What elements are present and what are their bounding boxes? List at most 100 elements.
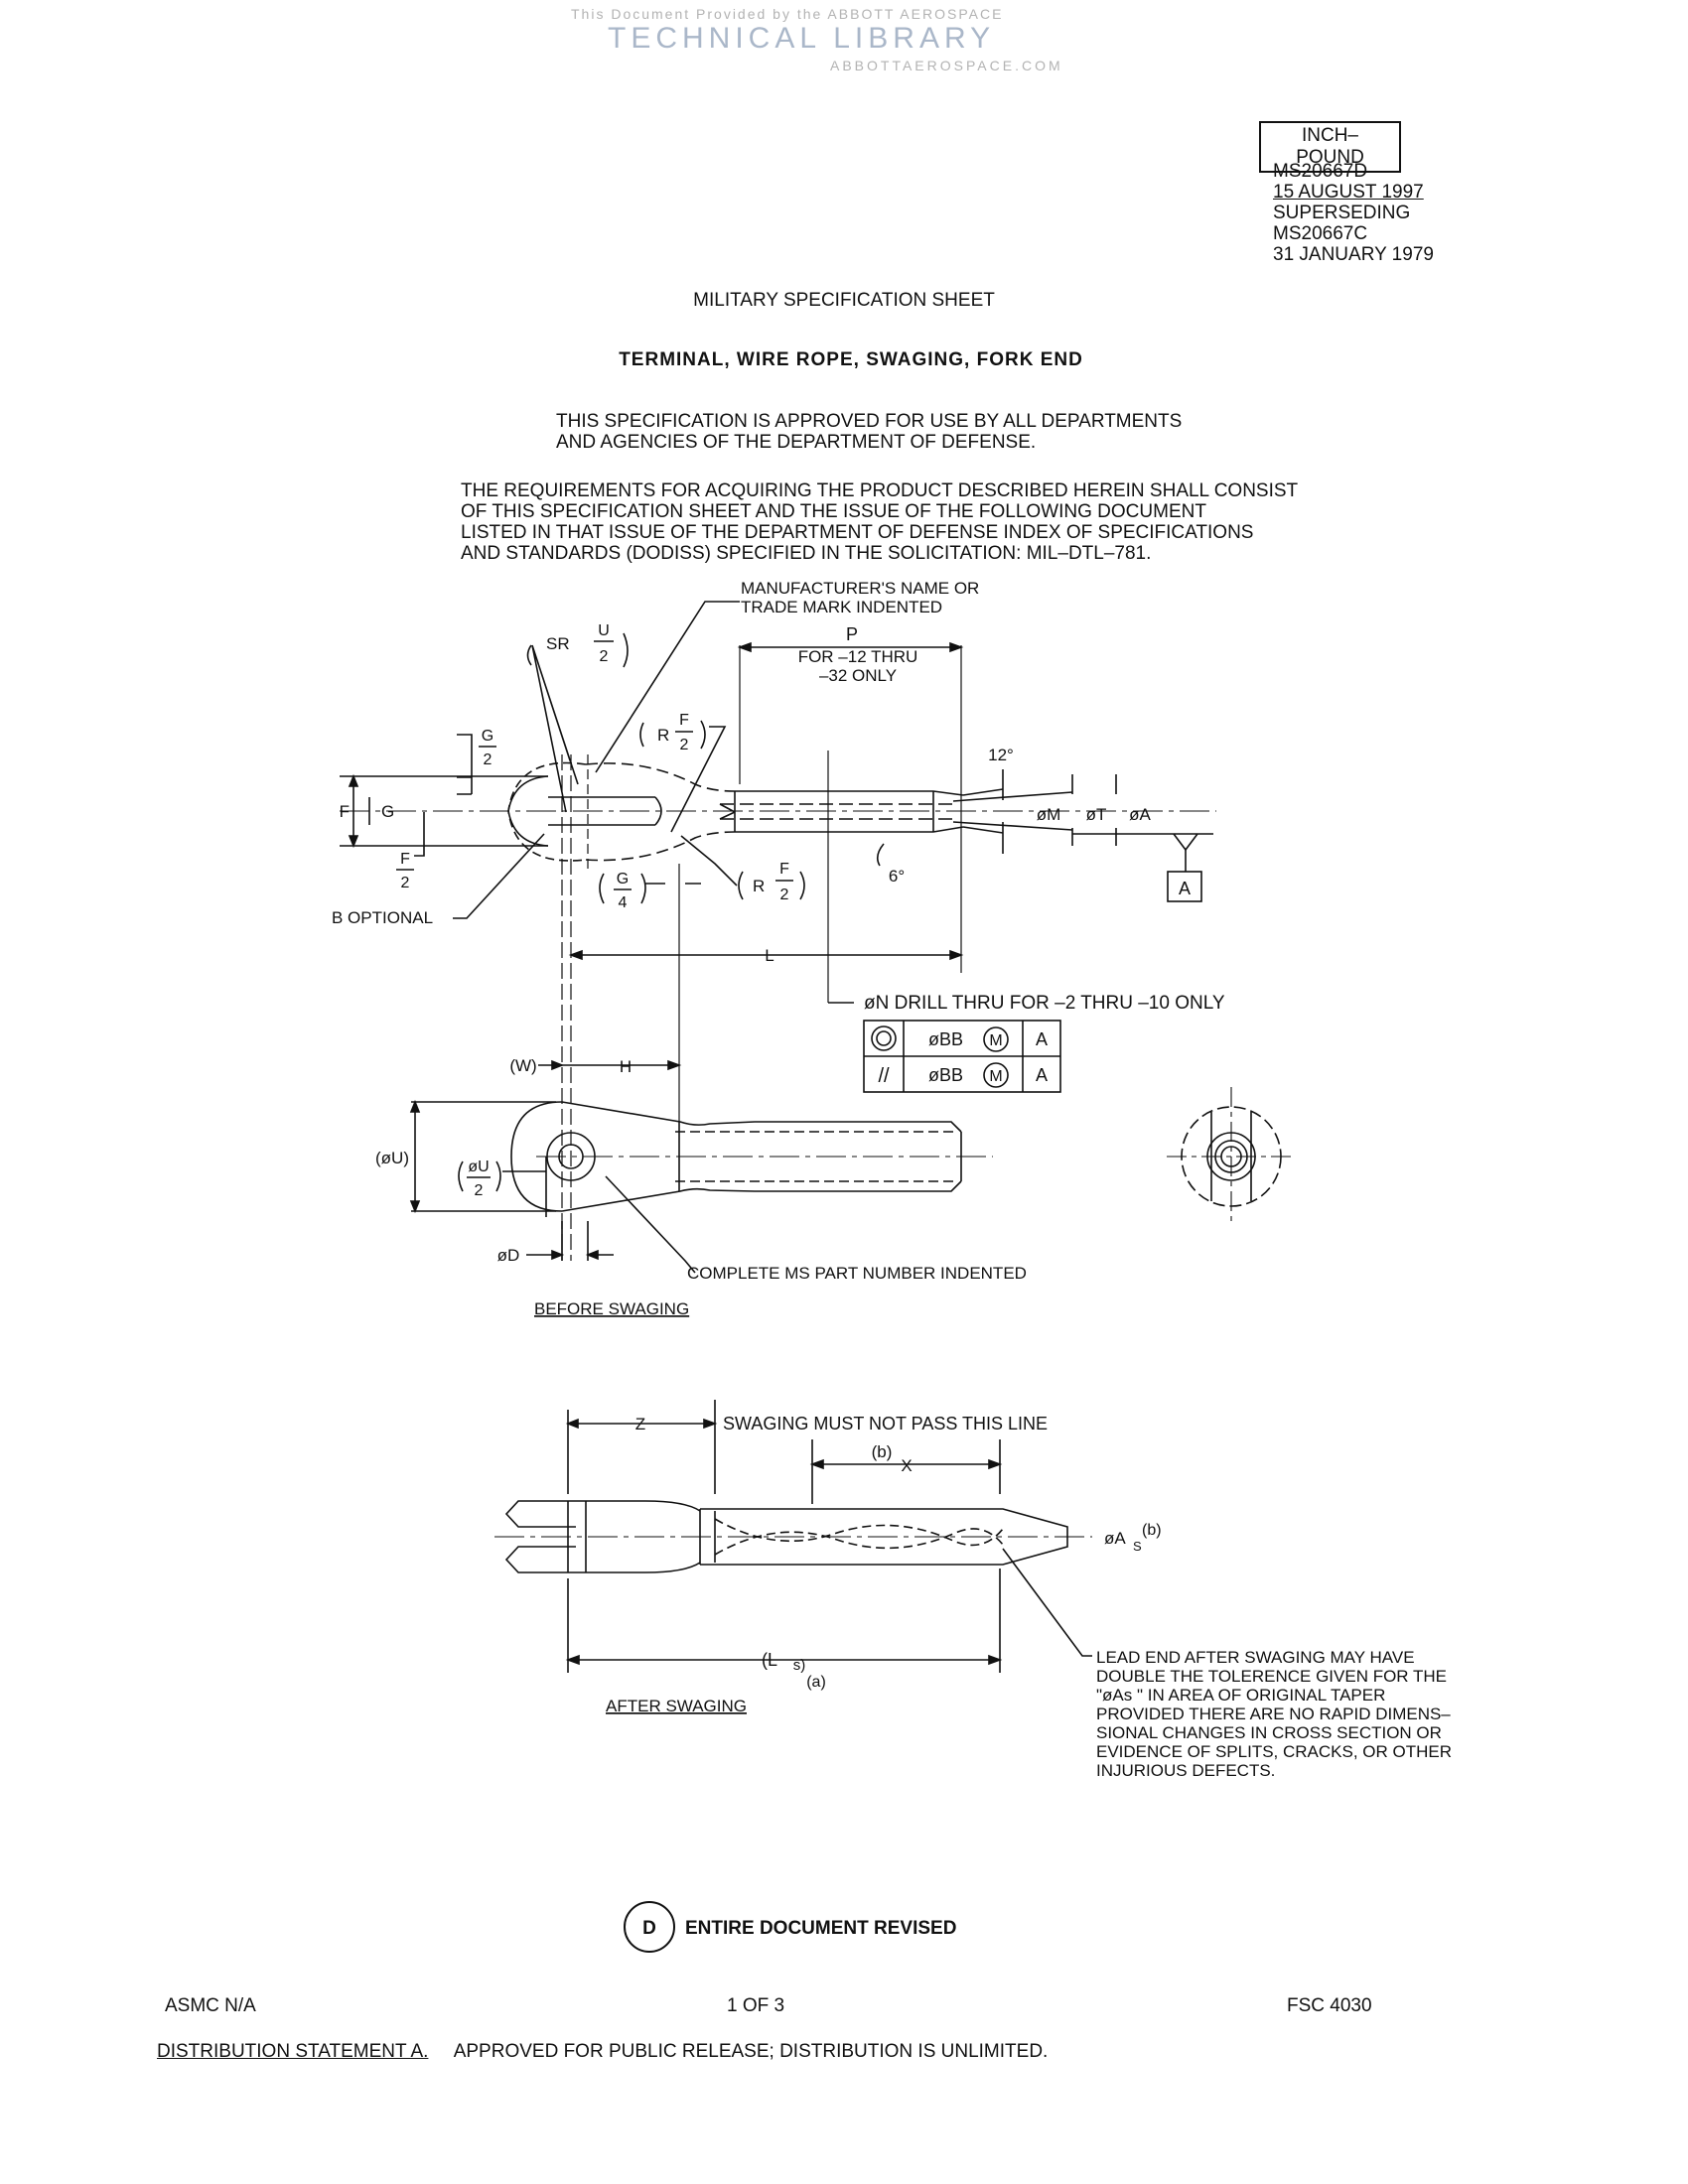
drill-note: øN DRILL THRU FOR –2 THRU –10 ONLY	[864, 993, 1225, 1014]
watermark-url: ABBOTTAEROSPACE.COM	[830, 58, 1063, 73]
sr-fraction-numerator: U	[598, 622, 610, 639]
lead-note-line: INJURIOUS DEFECTS.	[1096, 1761, 1275, 1780]
approval-line: THIS SPECIFICATION IS APPROVED FOR USE B…	[556, 411, 1183, 432]
concentricity-datum: A	[1036, 1029, 1048, 1049]
dim-g-label: G	[381, 802, 394, 821]
side-view: (W) H (øU) øU 2 øD COMPLETE MS PART NUMB…	[375, 1056, 1027, 1318]
concentricity-tolerance: øBB	[928, 1029, 963, 1049]
after-swaging-view: Z SWAGING MUST NOT PASS THIS LINE (b) X …	[494, 1400, 1452, 1780]
lead-note-line: "øAs " IN AREA OF ORIGINAL TAPER	[1096, 1686, 1385, 1705]
mmc-modifier: M	[989, 1068, 1002, 1085]
dia-t-label: øT	[1086, 805, 1107, 824]
requirements-line: LISTED IN THAT ISSUE OF THE DEPARTMENT O…	[461, 522, 1254, 543]
item-title: TERMINAL, WIRE ROPE, SWAGING, FORK END	[619, 349, 1083, 370]
document-number: MS20667D	[1273, 161, 1368, 182]
lead-note-line: EVIDENCE OF SPLITS, CRACKS, OR OTHER	[1096, 1742, 1452, 1761]
superseding-label: SUPERSEDING	[1273, 203, 1411, 223]
sheet-type-title: MILITARY SPECIFICATION SHEET	[693, 290, 995, 311]
revision-letter: D	[642, 1918, 656, 1939]
page-number: 1 OF 3	[727, 1995, 785, 2016]
parallelism-symbol: //	[878, 1065, 890, 1087]
superseded-date: 31 JANUARY 1979	[1273, 244, 1434, 265]
dim-p-label: P	[846, 624, 858, 644]
feature-control-frames: øBB M A // øBB M A	[863, 1020, 1061, 1093]
b-optional-note: B OPTIONAL	[332, 908, 433, 927]
r-fraction-denominator: 2	[680, 737, 689, 753]
r-fraction-numerator: F	[779, 861, 789, 878]
dim-f-label: F	[340, 802, 350, 821]
dim-x-label: X	[901, 1456, 912, 1475]
requirements-line: OF THIS SPECIFICATION SHEET AND THE ISSU…	[461, 501, 1206, 522]
top-view: P FOR –12 THRU –32 ONLY MANUFACTURER'S N…	[332, 579, 1225, 1261]
superseded-number: MS20667C	[1273, 223, 1368, 244]
manufacturer-note: TRADE MARK INDENTED	[741, 598, 942, 616]
r-label: R	[753, 877, 765, 895]
angle-12-label: 12°	[988, 746, 1014, 764]
dia-as-subscript: S	[1133, 1539, 1142, 1554]
f-half-denominator: 2	[401, 875, 410, 891]
watermark-title: TECHNICAL LIBRARY	[608, 22, 996, 55]
end-view	[1167, 1087, 1296, 1226]
f-half-numerator: F	[400, 851, 410, 868]
g-quarter-numerator: G	[617, 871, 629, 887]
lead-note-line: PROVIDED THERE ARE NO RAPID DIMENS–	[1096, 1705, 1451, 1723]
asmc-code: ASMC N/A	[165, 1995, 256, 2016]
requirements-line: AND STANDARDS (DODISS) SPECIFIED IN THE …	[461, 543, 1152, 564]
note-b-marker: (b)	[1142, 1522, 1162, 1539]
approval-line: AND AGENCIES OF THE DEPARTMENT OF DEFENS…	[556, 432, 1037, 453]
parallelism-datum: A	[1036, 1065, 1048, 1085]
units-box: INCH–POUND	[1259, 121, 1401, 173]
before-swaging-caption: BEFORE SWAGING	[534, 1299, 689, 1318]
g-half-denominator: 2	[484, 751, 492, 768]
parallelism-tolerance: øBB	[928, 1065, 963, 1085]
r-fraction-numerator: F	[679, 712, 689, 729]
document-date: 15 AUGUST 1997	[1273, 182, 1424, 203]
note-a-marker: (a)	[806, 1674, 826, 1691]
dim-l-label: L	[765, 946, 774, 965]
r-fraction-denominator: 2	[780, 887, 789, 903]
lead-note-line: LEAD END AFTER SWAGING MAY HAVE	[1096, 1648, 1415, 1667]
sr-label: SR	[546, 634, 570, 653]
lead-note-line: SIONAL CHANGES IN CROSS SECTION OR	[1096, 1723, 1442, 1742]
requirements-statement: THE REQUIREMENTS FOR ACQUIRING THE PRODU…	[461, 480, 1298, 564]
dia-a-label: øA	[1129, 805, 1151, 824]
sr-fraction-denominator: 2	[600, 648, 609, 665]
dia-u-half-numerator: øU	[468, 1159, 489, 1175]
dim-ls-label: (L	[762, 1650, 777, 1670]
lead-note-line: DOUBLE THE TOLERENCE GIVEN FOR THE	[1096, 1667, 1447, 1686]
dim-w-label: (W)	[509, 1056, 536, 1075]
angle-6-label: 6°	[889, 867, 905, 886]
dim-ls-subscript: s)	[793, 1657, 806, 1674]
manufacturer-note: MANUFACTURER'S NAME OR	[741, 579, 979, 598]
distribution-text: APPROVED FOR PUBLIC RELEASE; DISTRIBUTIO…	[453, 2041, 1049, 2062]
dia-d-label: øD	[497, 1246, 520, 1265]
dia-u-half-denominator: 2	[475, 1182, 484, 1199]
note-b-marker: (b)	[872, 1442, 893, 1461]
part-number-note: COMPLETE MS PART NUMBER INDENTED	[687, 1264, 1027, 1283]
distribution-label: DISTRIBUTION STATEMENT A.	[157, 2041, 429, 2062]
after-swaging-caption: AFTER SWAGING	[606, 1697, 747, 1715]
lead-end-note: LEAD END AFTER SWAGING MAY HAVE DOUBLE T…	[1096, 1648, 1452, 1780]
dim-p-note: –32 ONLY	[819, 666, 897, 685]
requirements-line: THE REQUIREMENTS FOR ACQUIRING THE PRODU…	[461, 480, 1299, 501]
g-quarter-denominator: 4	[619, 894, 628, 911]
dia-as-label: øA	[1104, 1529, 1126, 1548]
watermark-line-1: This Document Provided by the ABBOTT AER…	[571, 6, 1004, 22]
r-label: R	[657, 726, 669, 745]
fsc-code: FSC 4030	[1287, 1995, 1372, 2016]
dia-u-label: (øU)	[375, 1149, 409, 1167]
dim-h-label: H	[620, 1057, 632, 1076]
document-identification: MS20667D 15 AUGUST 1997 SUPERSEDING MS20…	[1273, 161, 1434, 265]
swaging-limit-note: SWAGING MUST NOT PASS THIS LINE	[723, 1414, 1048, 1433]
g-half-numerator: G	[482, 728, 493, 745]
revision-text: ENTIRE DOCUMENT REVISED	[685, 1918, 956, 1939]
dim-p-note: FOR –12 THRU	[798, 647, 918, 666]
distribution-statement: DISTRIBUTION STATEMENT A. APPROVED FOR P…	[157, 2041, 1048, 2063]
datum-a-label: A	[1179, 879, 1191, 898]
dia-m-label: øM	[1037, 805, 1061, 824]
dim-z-label: Z	[635, 1415, 645, 1433]
mmc-modifier: M	[989, 1032, 1002, 1049]
approval-statement: THIS SPECIFICATION IS APPROVED FOR USE B…	[556, 411, 1182, 453]
revision-note: D ENTIRE DOCUMENT REVISED	[624, 1901, 956, 1953]
